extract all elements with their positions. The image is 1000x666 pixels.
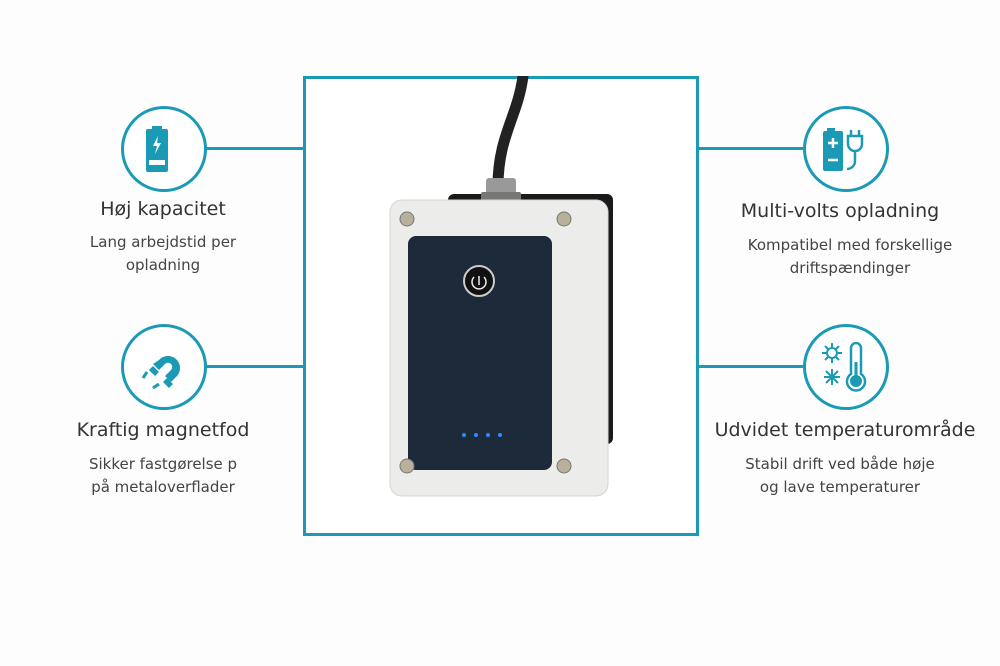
connector-line — [696, 147, 804, 150]
magnet-icon — [121, 324, 207, 410]
connector-line — [205, 147, 305, 150]
feature-title: Udvidet temperaturområde — [714, 419, 976, 441]
temperature-icon — [803, 324, 889, 410]
battery-charge-icon — [121, 106, 207, 192]
connector-line — [696, 365, 804, 368]
feature-title: Kraftig magnetfod — [76, 419, 250, 441]
power-bank-device — [389, 76, 613, 497]
battery-plug-icon — [803, 106, 889, 192]
feature-title: Multi-volts opladning — [740, 200, 940, 222]
feature-title: Høj kapacitet — [100, 198, 226, 220]
connector-line — [205, 365, 305, 368]
